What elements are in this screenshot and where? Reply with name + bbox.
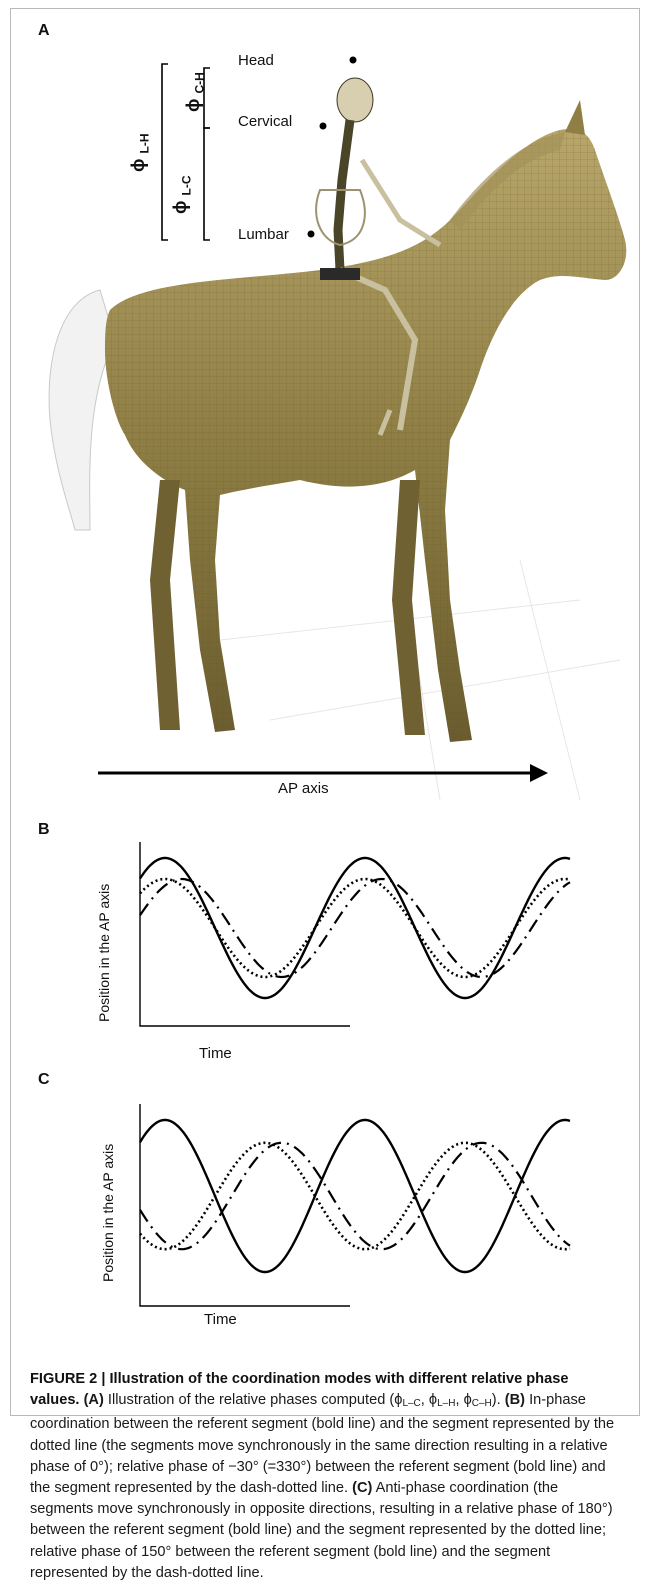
horse-skeleton-illustration	[48, 56, 627, 800]
caption-c-tag: (C)	[352, 1480, 373, 1497]
panel-b-letter: B	[38, 821, 50, 838]
phase-brackets	[161, 63, 210, 241]
horse-far-legs	[150, 480, 425, 735]
phi-lc-label: ϕ L-C	[170, 175, 194, 214]
panel-c-plot	[138, 1104, 571, 1307]
wave-dash-dotted-line	[139, 1141, 571, 1251]
phi-lh-label: ϕ L-H	[128, 133, 152, 172]
cervical-label: Cervical	[238, 113, 293, 130]
phi-ch-label: ϕ C-H	[183, 72, 207, 112]
caption-a-tag: (A)	[83, 1392, 104, 1409]
panel-a-letter: A	[38, 22, 50, 39]
lumbar-dot	[307, 230, 315, 238]
rider-skeleton	[315, 77, 442, 436]
wave-dash-dotted-line	[139, 877, 571, 979]
panel-c-xlabel: Time	[204, 1311, 237, 1328]
panel-b-plot	[139, 842, 571, 1027]
caption-a-text: Illustration of the relative phases comp…	[107, 1392, 395, 1409]
wave-dotted-line	[139, 1141, 571, 1251]
head-dot	[349, 56, 357, 64]
figure-caption: FIGURE 2 | Illustration of the coordinat…	[30, 1371, 615, 1581]
panel-b-ylabel: Position in the AP axis	[96, 883, 112, 1022]
wave-dotted-line	[139, 877, 571, 979]
ap-axis-label: AP axis	[278, 780, 329, 797]
wave-bold-line	[139, 856, 571, 1000]
floor-grid	[219, 559, 621, 800]
horse-tail	[48, 289, 116, 531]
panel-c-letter: C	[38, 1071, 50, 1088]
figure-frame	[10, 8, 640, 1416]
caption-title: FIGURE 2 | Illustration of the coordinat…	[30, 1371, 569, 1409]
plot-axes	[139, 842, 350, 1027]
panel-c-ylabel: Position in the AP axis	[100, 1143, 116, 1282]
head-label: Head	[238, 52, 274, 69]
lumbar-label: Lumbar	[238, 226, 289, 243]
caption-b-tag: (B)	[504, 1392, 526, 1409]
plot-axes	[139, 1104, 350, 1307]
panel-b-xlabel: Time	[199, 1045, 232, 1062]
wave-bold-line	[138, 1118, 571, 1274]
cervical-dot	[319, 122, 327, 130]
